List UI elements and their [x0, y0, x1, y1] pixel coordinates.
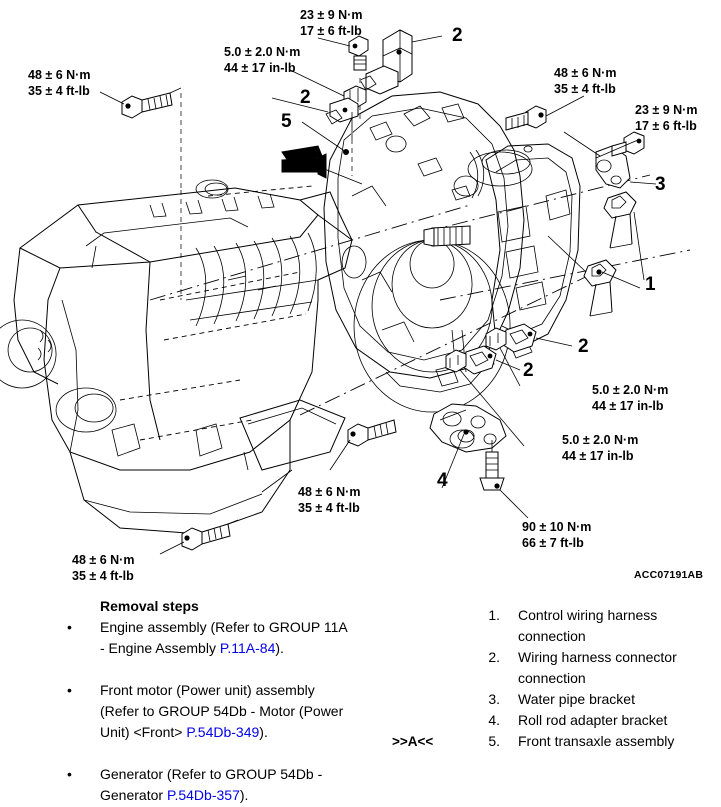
torque-label-bottom-mid: 48 ± 6 N·m 35 ± 4 ft-lb	[298, 485, 360, 516]
torque-nm: 48 ± 6 N·m	[28, 68, 91, 82]
step-text-post: ).	[239, 787, 249, 803]
part-number-2: 2.	[488, 649, 500, 665]
torque-imperial: 35 ± 4 ft-lb	[554, 81, 616, 96]
torque-label-bottom-right: 90 ± 10 N·m 66 ± 7 ft-lb	[522, 520, 591, 551]
step-text: Engine assembly (Refer to GROUP 11A - En…	[100, 619, 347, 656]
torque-nm: 48 ± 6 N·m	[298, 485, 361, 499]
part-number-4: 4.	[488, 712, 500, 728]
step-bullet: •	[67, 619, 72, 635]
torque-label-right-upper: 48 ± 6 N·m 35 ± 4 ft-lb	[554, 66, 616, 97]
torque-label-top-right: 23 ± 9 N·m 17 ± 6 ft-lb	[300, 8, 362, 39]
torque-nm: 5.0 ± 2.0 N·m	[592, 383, 669, 397]
bolt-bottom-mid	[348, 420, 396, 446]
torque-imperial: 35 ± 4 ft-lb	[72, 568, 134, 583]
step-text: Front motor (Power unit) assembly (Refer…	[100, 682, 344, 740]
part-label-3: Water pipe bracket	[518, 691, 635, 707]
bolt-upper-left	[122, 88, 181, 118]
callout-3: 3	[655, 174, 666, 195]
wiring-harness-bracket-mid	[446, 346, 496, 374]
removal-steps-title: Removal steps	[100, 598, 199, 614]
removal-step-2: Front motor (Power unit) assembly (Refer…	[100, 680, 350, 743]
roll-rod-adapter-bracket	[430, 404, 506, 452]
control-wiring-harness-connection-lower	[584, 260, 616, 316]
harness-clip-symbol	[282, 146, 326, 178]
part-number-3: 3.	[488, 691, 500, 707]
torque-label-right-mid: 5.0 ± 2.0 N·m 44 ± 17 in-lb	[592, 383, 668, 414]
torque-imperial: 35 ± 4 ft-lb	[28, 83, 90, 98]
water-pipe-bracket	[596, 132, 644, 188]
torque-imperial: 44 ± 17 in-lb	[224, 60, 296, 75]
step-text: Generator (Refer to GROUP 54Db - Generat…	[100, 766, 323, 803]
step-link[interactable]: P.54Db-349	[186, 724, 260, 740]
wiring-harness-bracket-top	[349, 30, 412, 94]
step-text-post: ).	[259, 724, 268, 740]
torque-nm: 90 ± 10 N·m	[522, 520, 592, 534]
bolt-bottom-left	[182, 520, 238, 550]
legend: Removal steps • Engine assembly (Refer t…	[0, 595, 721, 807]
control-wiring-harness-connection-upper	[604, 192, 636, 248]
wiring-harness-bracket-right	[486, 324, 536, 352]
bolt-roll-rod	[480, 440, 504, 490]
torque-nm: 48 ± 6 N·m	[72, 553, 135, 567]
engine-assembly-drawing	[0, 180, 352, 534]
torque-imperial: 17 ± 6 ft-lb	[300, 23, 362, 38]
wiring-harness-bracket-upper	[326, 86, 366, 140]
torque-imperial: 66 ± 7 ft-lb	[522, 535, 584, 550]
removal-step-1: Engine assembly (Refer to GROUP 11A - En…	[100, 617, 350, 659]
part-label-1: Control wiring harness connection	[518, 607, 658, 644]
torque-label-bottom-left: 48 ± 6 N·m 35 ± 4 ft-lb	[72, 553, 134, 584]
exploded-view-illustration	[0, 0, 721, 600]
callout-2-upper: 2	[300, 87, 311, 108]
step-link[interactable]: P.11A-84	[219, 640, 276, 656]
torque-nm: 23 ± 9 N·m	[300, 8, 363, 22]
figure-code: ACC07191AB	[634, 569, 704, 581]
torque-imperial: 35 ± 4 ft-lb	[298, 500, 360, 515]
torque-nm: 5.0 ± 2.0 N·m	[224, 45, 301, 59]
part-number-5: 5.	[488, 733, 500, 749]
callout-1: 1	[645, 274, 656, 295]
torque-label-top-mid: 5.0 ± 2.0 N·m 44 ± 17 in-lb	[224, 45, 300, 76]
torque-imperial: 44 ± 17 in-lb	[562, 448, 634, 463]
callout-2-mid: 2	[523, 360, 534, 381]
callout-4: 4	[437, 470, 448, 491]
part-label-5: Front transaxle assembly	[518, 733, 675, 749]
removal-step-3: Generator (Refer to GROUP 54Db - Generat…	[100, 764, 350, 806]
step-link[interactable]: P.54Db-357	[166, 787, 240, 803]
torque-nm: 5.0 ± 2.0 N·m	[562, 433, 639, 447]
part-number-1: 1.	[488, 607, 500, 623]
front-transaxle-assembly-drawing	[324, 92, 580, 412]
part-label-2: Wiring harness connector connection	[518, 649, 677, 686]
torque-label-right-far: 23 ± 9 N·m 17 ± 6 ft-lb	[635, 103, 697, 134]
part-label-4: Roll rod adapter bracket	[518, 712, 668, 728]
torque-imperial: 17 ± 6 ft-lb	[635, 118, 697, 133]
torque-label-upper-left: 48 ± 6 N·m 35 ± 4 ft-lb	[28, 68, 90, 99]
torque-label-right-low: 5.0 ± 2.0 N·m 44 ± 17 in-lb	[562, 433, 638, 464]
torque-nm: 48 ± 6 N·m	[554, 66, 617, 80]
step-text-post: ).	[275, 640, 284, 656]
step-bullet: •	[67, 766, 72, 782]
step-bullet: •	[67, 682, 72, 698]
bolt-right-upper	[506, 106, 546, 130]
callout-2-top: 2	[452, 25, 463, 46]
torque-nm: 23 ± 9 N·m	[635, 103, 698, 117]
callout-5: 5	[281, 111, 292, 132]
torque-imperial: 44 ± 17 in-lb	[592, 398, 664, 413]
reference-mark-a: >>A<<	[392, 734, 434, 749]
callout-2-right: 2	[578, 336, 589, 357]
